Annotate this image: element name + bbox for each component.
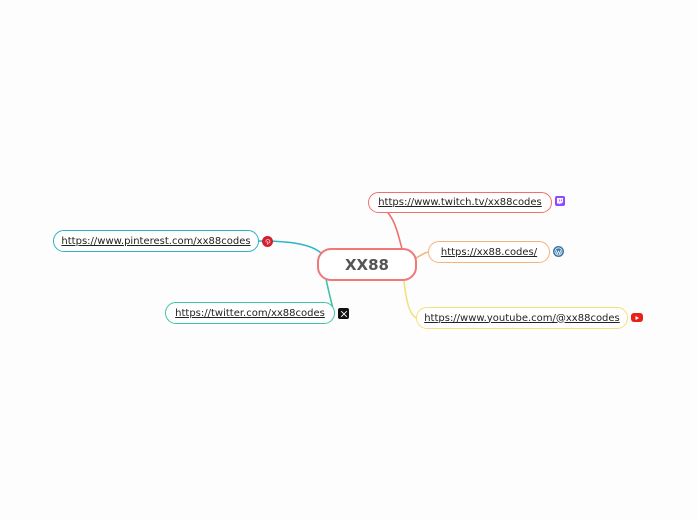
pinterest-link[interactable]: https://www.pinterest.com/xx88codes	[61, 235, 251, 247]
twitch-link[interactable]: https://www.twitch.tv/xx88codes	[378, 197, 542, 208]
central-topic-label: XX88	[344, 255, 389, 274]
node-twitch[interactable]: https://www.twitch.tv/xx88codes	[368, 192, 552, 213]
central-topic[interactable]: XX88	[317, 248, 417, 281]
twitter-link[interactable]: https://twitter.com/xx88codes	[175, 307, 325, 319]
wordpress-icon	[553, 246, 564, 257]
youtube-link[interactable]: https://www.youtube.com/@xx88codes	[424, 312, 620, 324]
node-twitter[interactable]: https://twitter.com/xx88codes	[165, 302, 335, 324]
x-icon	[338, 308, 349, 319]
youtube-icon	[631, 313, 643, 322]
node-website[interactable]: https://xx88.codes/	[428, 241, 550, 263]
pinterest-icon	[262, 236, 273, 247]
website-link[interactable]: https://xx88.codes/	[440, 246, 538, 258]
node-pinterest[interactable]: https://www.pinterest.com/xx88codes	[53, 230, 259, 252]
connector-youtube	[403, 280, 419, 319]
twitch-icon	[555, 196, 565, 206]
node-youtube[interactable]: https://www.youtube.com/@xx88codes	[416, 307, 628, 329]
